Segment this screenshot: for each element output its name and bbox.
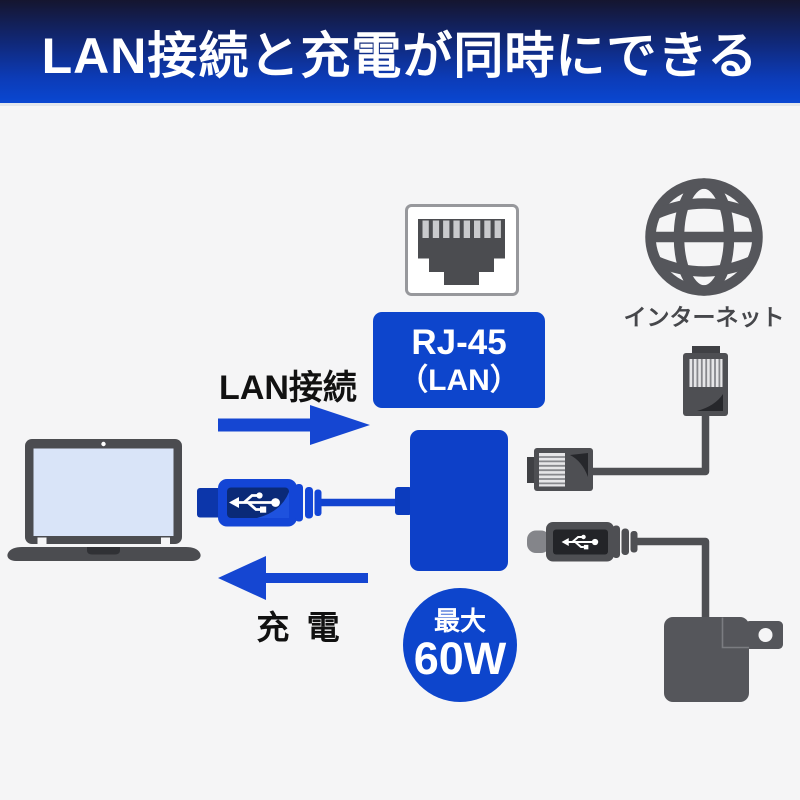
ac-adapter-icon	[664, 617, 783, 702]
badge-max-label: 最大	[433, 605, 486, 636]
rj45-plug-icon	[592, 346, 728, 476]
rj45-connector-icon	[527, 448, 593, 491]
badge-watt-value: 60W	[413, 633, 507, 685]
internet-label: インターネット	[623, 304, 785, 330]
globe-icon	[645, 178, 763, 296]
page-title: LAN接続と充電が同時にできる	[41, 27, 759, 84]
usb-plug-icon	[197, 479, 400, 527]
arrow-right-icon	[218, 405, 370, 445]
charging-label: 充 電	[256, 609, 344, 646]
laptop-icon	[7, 439, 201, 561]
usb-c-hub-icon	[395, 430, 508, 571]
lan-connection-label: LAN接続	[219, 369, 357, 407]
rj45-callout-line2: （LAN）	[398, 363, 520, 397]
rj45-lan-callout: RJ-45 （LAN）	[373, 312, 545, 408]
arrow-left-icon	[218, 556, 368, 600]
max-60w-badge: 最大 60W	[403, 588, 517, 702]
rj45-callout-line1: RJ-45	[411, 322, 507, 362]
title-banner: LAN接続と充電が同時にできる	[0, 0, 800, 106]
rj45-port-icon	[405, 204, 519, 296]
usb-c-plug-icon	[527, 522, 710, 618]
